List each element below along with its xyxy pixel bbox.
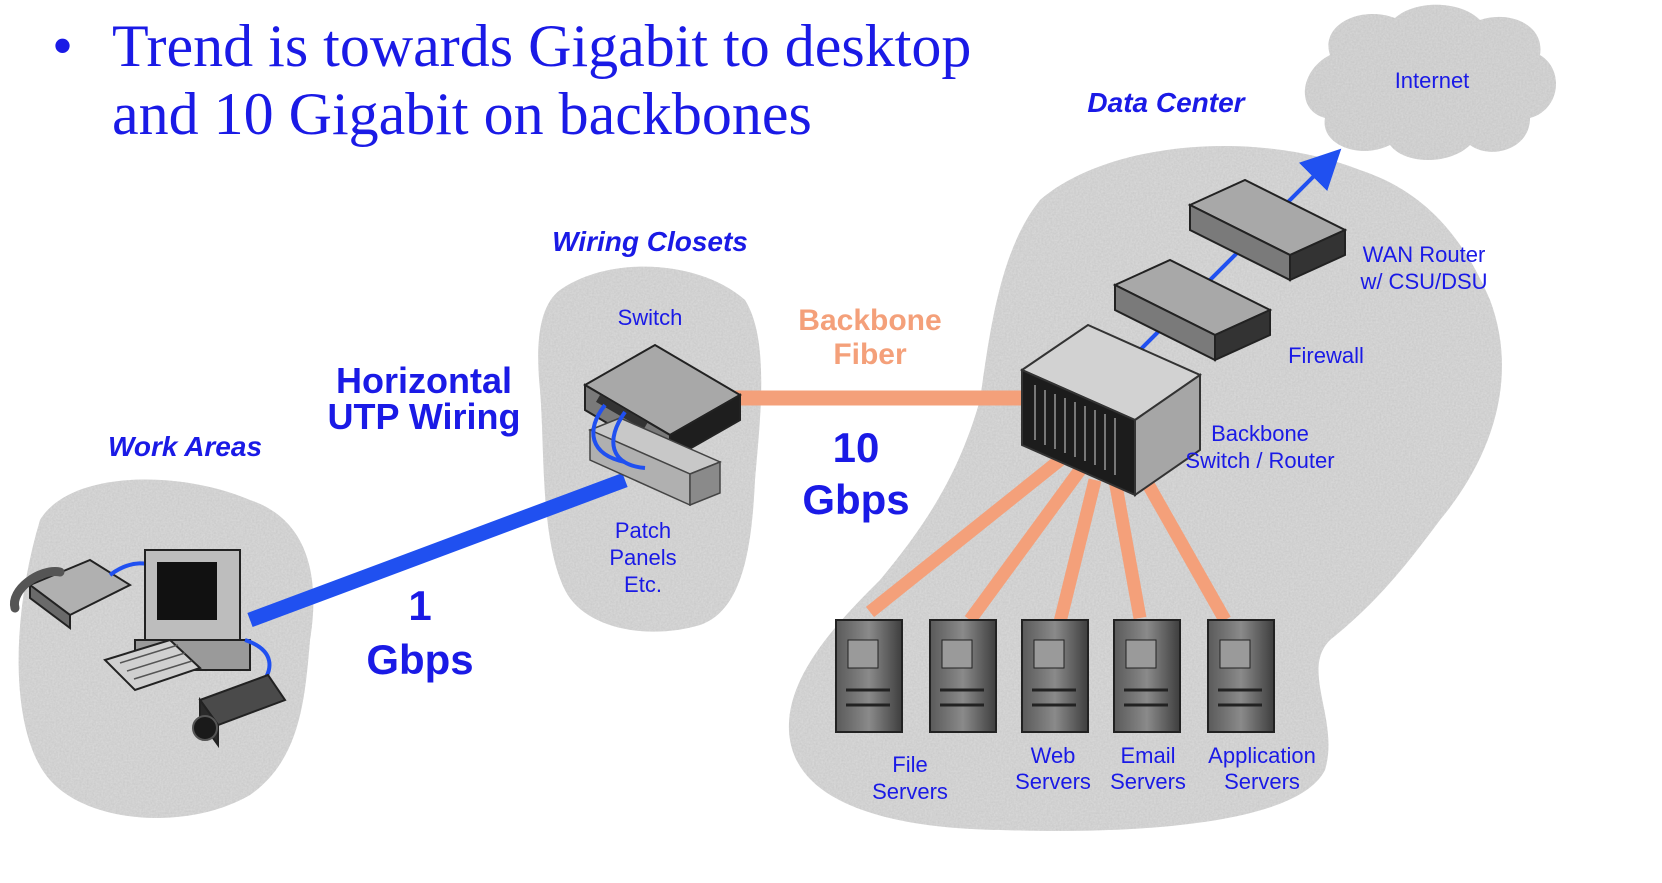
patch-panels-label-3: Etc.: [624, 572, 662, 597]
work-areas-title: Work Areas: [108, 431, 262, 462]
server-tower-icon: [1021, 619, 1089, 733]
backbone-switch-label-2: Switch / Router: [1185, 448, 1334, 473]
backbone-switch-router-icon: [1019, 323, 1203, 497]
internet-cloud: [1304, 4, 1557, 160]
horizontal-utp-label-2: UTP Wiring: [327, 396, 520, 437]
server-link-app: [1134, 466, 1231, 624]
file-servers-label-2: Servers: [872, 779, 948, 804]
patch-panels-label-2: Panels: [609, 545, 676, 570]
web-servers-label-2: Servers: [1015, 769, 1091, 794]
firewall-label: Firewall: [1288, 343, 1364, 368]
horizontal-utp-label-1: Horizontal: [336, 360, 512, 401]
wan-router-label-1: WAN Router: [1363, 242, 1486, 267]
desktop-speed-number: 1: [408, 582, 431, 629]
backbone-speed-number: 10: [833, 424, 880, 471]
firewall-icon: [1112, 258, 1273, 362]
bullet-line-1: Trend is towards Gigabit to desktop: [112, 13, 971, 79]
patch-panel-icon: [588, 403, 722, 507]
server-tower-icon: [1113, 619, 1181, 733]
server-tower-icon: [929, 619, 997, 733]
email-servers-label-2: Servers: [1110, 769, 1186, 794]
backbone-speed-unit: Gbps: [802, 476, 909, 523]
server-link-file: [865, 454, 1065, 618]
data-center-title: Data Center: [1087, 87, 1246, 118]
application-servers-label-2: Servers: [1224, 769, 1300, 794]
server-link-2: [964, 466, 1086, 624]
email-servers-label-1: Email: [1120, 743, 1175, 768]
backbone-switch-label-1: Backbone: [1211, 421, 1309, 446]
server-tower-icon: [1207, 619, 1275, 733]
server-link-email: [1108, 478, 1147, 620]
backbone-fiber-label-2: Fiber: [833, 338, 907, 371]
wiring-closets-title: Wiring Closets: [552, 226, 748, 257]
wan-router-label-2: w/ CSU/DSU: [1359, 269, 1487, 294]
patch-panels-label-1: Patch: [615, 518, 671, 543]
switch-label: Switch: [618, 305, 683, 330]
internet-label: Internet: [1395, 68, 1470, 93]
file-servers-label-1: File: [892, 752, 927, 777]
server-tower-icon: [835, 619, 903, 733]
application-servers-label-1: Application: [1208, 743, 1316, 768]
video-camera-icon: [192, 638, 287, 749]
wan-router-icon: [1187, 178, 1348, 282]
server-link-web: [1053, 478, 1102, 624]
web-servers-label-1: Web: [1031, 743, 1076, 768]
desktop-computer-icon: [103, 549, 251, 692]
backbone-fiber-label-1: Backbone: [798, 304, 941, 337]
horizontal-utp-cable: [247, 472, 628, 628]
bullet-marker: •: [52, 13, 73, 79]
desktop-speed-unit: Gbps: [366, 636, 473, 683]
bullet-line-2: and 10 Gigabit on backbones: [112, 81, 812, 147]
